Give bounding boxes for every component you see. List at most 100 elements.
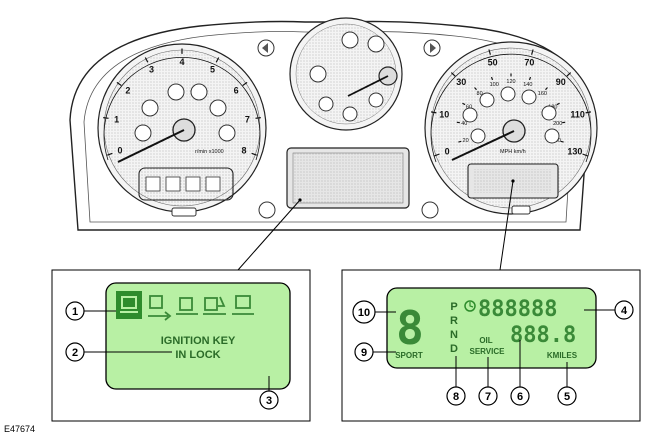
tacho-tick-0: 0: [117, 146, 122, 156]
gear-letter-n: N: [450, 329, 458, 341]
key-battery-icon: [235, 295, 251, 309]
figure-id: E47674: [4, 424, 36, 434]
oil-label: OIL: [479, 336, 492, 345]
speedo-tick-mark-70: [531, 49, 534, 55]
speedo-kmh-tick-mark-100: [490, 76, 494, 81]
tacho-tick-mark-5: [215, 57, 220, 63]
fuel-key-icon: [204, 297, 218, 311]
callout-3: [259, 390, 279, 410]
svg-text:7: 7: [485, 391, 491, 403]
clock-odometer-digits: 888888: [478, 297, 557, 322]
tacho-tick-4: 4: [179, 57, 184, 67]
speedo-kmh-tick-140: 140: [523, 82, 532, 88]
fog-lamp-icon: [500, 86, 516, 102]
tacho-tick-mark-6: [242, 81, 248, 86]
tacho-tick-3: 3: [149, 65, 154, 75]
speedo-tick-mark-90: [566, 72, 572, 77]
speedo-unit-label: MPH km/h: [500, 149, 526, 155]
speedo-kmh-tick-160: 160: [538, 91, 547, 97]
service-label: SERVICE: [470, 347, 506, 356]
low-fuel-icon: [318, 96, 334, 112]
svg-text:4: 4: [621, 305, 628, 317]
speedo-tick-130: 130: [567, 146, 582, 156]
svg-text:1: 1: [72, 306, 78, 318]
speedo-kmh-tick-80: 80: [477, 91, 483, 97]
active-key-icon: [116, 291, 142, 319]
speedo-kmh-tick-120: 120: [506, 79, 515, 85]
svg-text:10: 10: [358, 307, 370, 319]
svg-text:2: 2: [72, 347, 78, 359]
speedo-tick-30: 30: [456, 77, 466, 87]
cruise-icon: [470, 128, 486, 144]
left-lcd-icons: [116, 291, 254, 321]
tyre-warning-icon: [218, 124, 236, 142]
tacho-tick-mark-8: [251, 152, 257, 156]
gear-letter-r: R: [450, 315, 458, 327]
left-trip-icon: [258, 201, 276, 219]
speedo-kmh-tick-100: 100: [490, 82, 499, 88]
main-beam-icon: [521, 89, 537, 105]
tacho-tick-mark-0: [107, 152, 113, 156]
coolant-icon: [309, 65, 327, 83]
callouts: 1 2 3 4 5 6 7 8 9 10: [65, 300, 634, 410]
tacho-tick-mark-2: [116, 81, 122, 86]
speedo-kmh-tick-mark-20: [458, 140, 462, 143]
right-lcd: [386, 287, 597, 369]
dsc-icon: [462, 107, 478, 123]
headlamp-icon: [479, 92, 495, 108]
lcd-message-line1: IGNITION KEY: [161, 335, 236, 347]
battery-warning-icon: [134, 124, 152, 142]
speedo-tick-mark-0: [434, 153, 440, 157]
tacho-warning-icons: [134, 83, 236, 142]
speedo-kmh-tick-mark-220: [560, 140, 564, 143]
callout-6: [510, 386, 530, 406]
callout-8: [446, 386, 466, 406]
speedo-kmh-tick-mark-80: [474, 87, 477, 91]
sport-label: SPORT: [395, 351, 423, 360]
svg-text:6: 6: [517, 391, 523, 403]
callout-7: [478, 386, 498, 406]
callout-5: [557, 386, 577, 406]
tacho-tick-mark-1: [103, 117, 109, 119]
right-trip-icon: [421, 201, 439, 219]
transmission-icon: [367, 35, 385, 53]
ignition-icon: [149, 295, 163, 309]
lcd-message-line2: IN LOCK: [175, 349, 220, 361]
speedo-tick-mark-30: [450, 72, 456, 77]
callout-9: [354, 342, 374, 362]
big-gear-digit: 8: [396, 301, 424, 355]
speedo-tick-50: 50: [488, 58, 498, 68]
speedo-kmh-tick-40: 40: [461, 121, 467, 127]
terrain-icon-1: [145, 176, 161, 192]
engine-warning-icon: [167, 83, 185, 101]
terrain-icon-2: [165, 176, 181, 192]
callout-1: [65, 301, 85, 321]
terrain-icon-4: [205, 176, 221, 192]
airbag-warning-icon: [190, 83, 208, 101]
speedo-tick-0: 0: [445, 146, 450, 156]
speedo-kmh-tick-mark-160: [545, 87, 548, 91]
engine-start-icon: [179, 297, 193, 311]
trip-digits: 888.8: [510, 323, 576, 348]
speedo-kmh-tick-60: 60: [466, 104, 472, 110]
callout-4: [614, 300, 634, 320]
speedo-tick-mark-110: [585, 111, 592, 114]
speedo-tick-mark-130: [582, 153, 588, 157]
speedo-tick-10: 10: [439, 110, 449, 120]
terrain-icon-3: [185, 176, 201, 192]
tacho-tick-1: 1: [114, 115, 119, 125]
tacho-tick-6: 6: [234, 85, 239, 95]
svg-text:3: 3: [266, 395, 272, 407]
svg-text:5: 5: [564, 391, 570, 403]
tacho-trip-button: [171, 207, 197, 217]
speedo-kmh-tick-20: 20: [463, 138, 469, 144]
speedo-tick-70: 70: [524, 58, 534, 68]
speedo-kmh-tick-mark-140: [528, 76, 532, 81]
speedo-kmh-tick-mark-180: [556, 102, 560, 106]
left-lcd: [105, 282, 291, 390]
svg-text:8: 8: [453, 391, 459, 403]
tacho-unit-label: r/min x1000: [195, 149, 224, 155]
kmiles-label: KMILES: [547, 351, 578, 360]
